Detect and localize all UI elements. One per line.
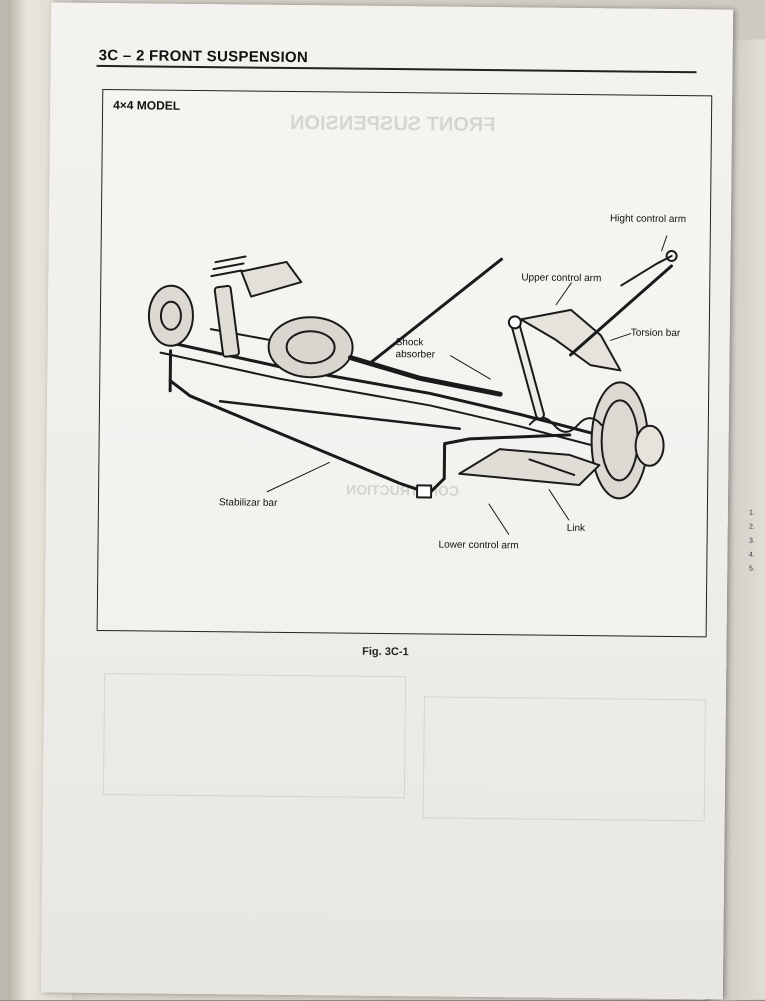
bleed-through-box: [423, 696, 706, 821]
label-shock-absorber-line2: absorber: [395, 349, 435, 360]
bleed-through-box: [103, 673, 406, 798]
upper-control-arm: [520, 309, 621, 370]
drive-axle: [350, 358, 500, 395]
shock-left: [214, 286, 239, 357]
adjacent-item: 5.: [749, 565, 755, 572]
page-title: 3C – 2 FRONT SUSPENSION: [99, 47, 309, 66]
suspension-diagram: [98, 90, 712, 636]
hub-left: [149, 285, 194, 345]
hub-right: [635, 426, 663, 466]
upper-arm-left: [241, 261, 301, 297]
shock-right: [515, 326, 541, 414]
leader-line: [450, 356, 490, 379]
leader-line: [267, 462, 329, 493]
label-shock-absorber-line1: Shock: [396, 337, 424, 348]
label-stabilizar-bar: Stabilizar bar: [219, 497, 277, 509]
label-link: Link: [567, 523, 585, 534]
adjacent-item: 2.: [749, 523, 755, 530]
label-hight-control-arm: Hight control arm: [610, 213, 686, 225]
adjacent-item: 4.: [749, 551, 755, 558]
leader-line: [549, 490, 569, 520]
leader-line: [611, 333, 631, 340]
leader-line: [662, 236, 667, 251]
figure-frame: 4×4 MODEL: [97, 89, 713, 637]
adjacent-item: 3.: [749, 537, 755, 544]
label-lower-control-arm: Lower control arm: [438, 540, 518, 552]
figure-caption: Fig. 3C-1: [44, 642, 726, 661]
leader-line: [556, 283, 571, 305]
adjacent-item: 1.: [749, 509, 755, 516]
differential: [268, 317, 353, 378]
leader-line: [489, 504, 509, 534]
stabilizer-bushing: [417, 485, 431, 497]
coil: [211, 256, 245, 276]
label-upper-control-arm: Upper control arm: [521, 272, 601, 284]
label-torsion-bar: Torsion bar: [631, 328, 681, 340]
lower-control-arm: [459, 449, 599, 485]
shock-mount: [509, 316, 521, 328]
header-rule: [97, 65, 697, 73]
torsion-bar: [370, 258, 501, 364]
manual-page: FRONT SUSPENSION CONSTRUCTION 3C – 2 FRO…: [41, 2, 733, 999]
